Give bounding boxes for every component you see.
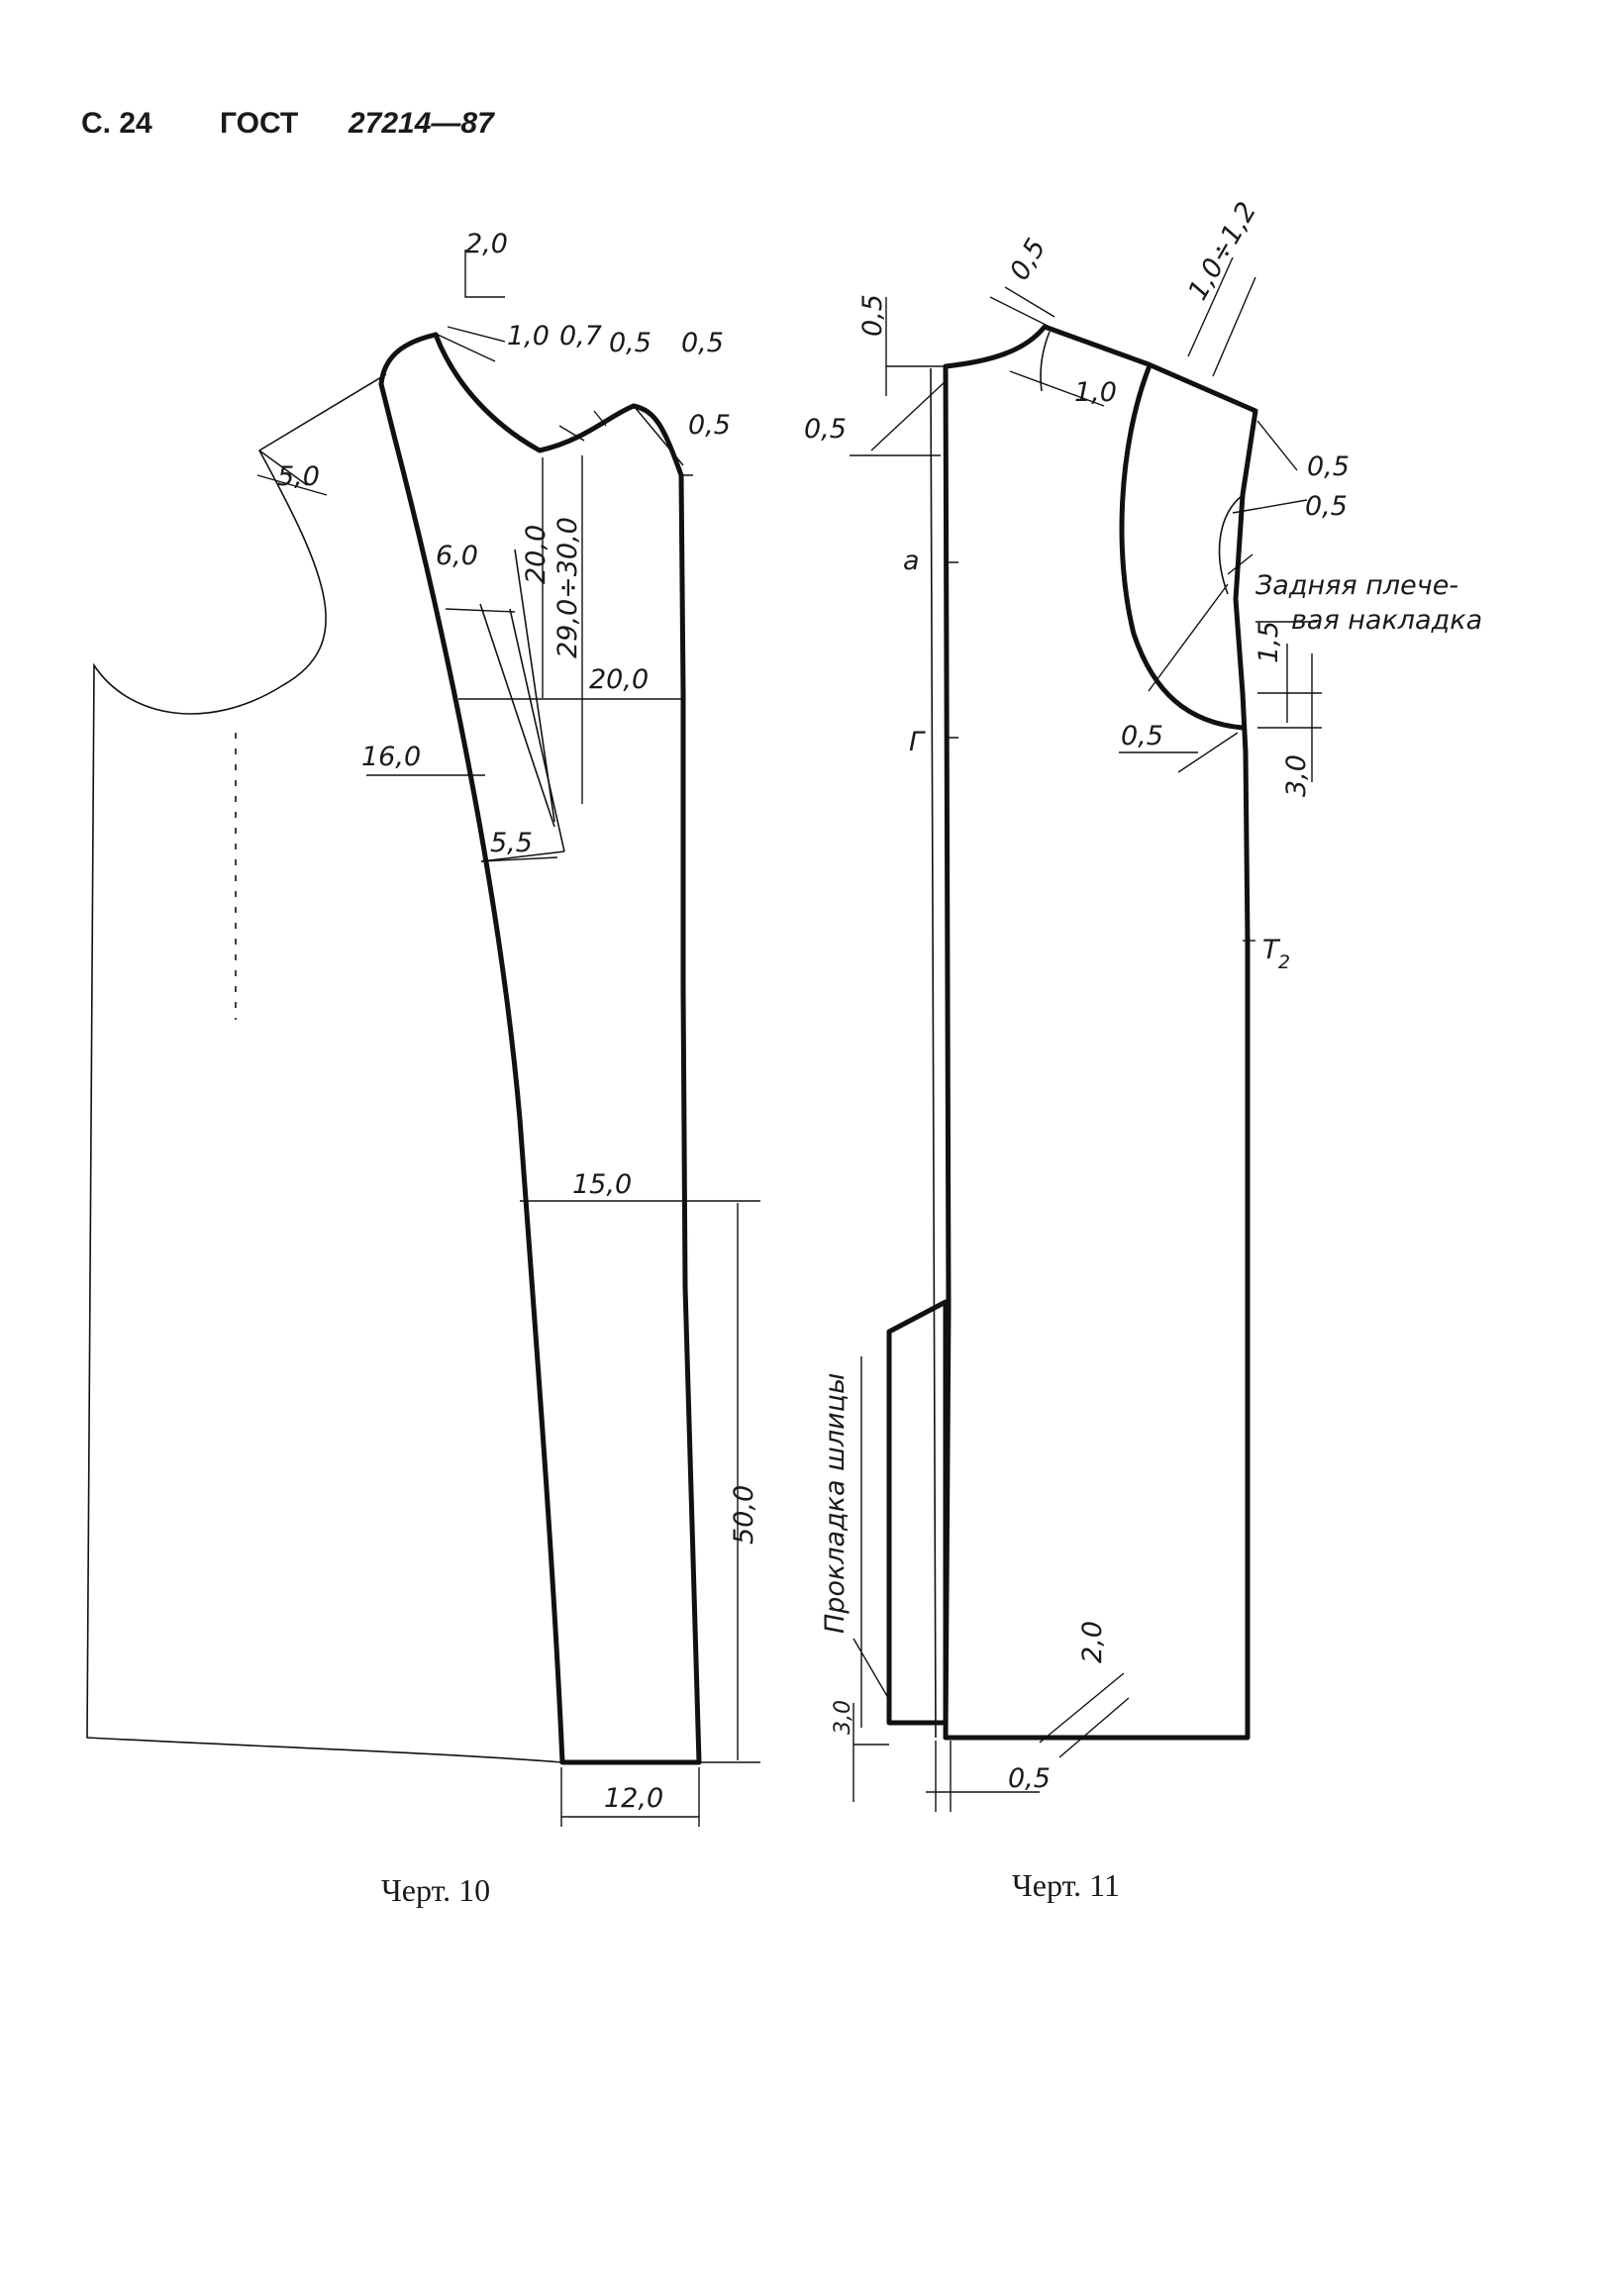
side-panel-outline (378, 332, 702, 1765)
back-panel-outline (943, 324, 1258, 1741)
dim-1-0: 1,0 (1074, 377, 1117, 408)
side-panel-top (433, 332, 637, 453)
label-a: а (903, 546, 920, 576)
dim-0-5-right-2: 0,5 (1305, 491, 1348, 522)
dim-6-0: 6,0 (436, 541, 478, 571)
dimension-lines-11 (850, 256, 1322, 1812)
dim-2-0: 2,0 (465, 229, 508, 259)
shoulder-pad-outline (1119, 365, 1246, 731)
dim-16-0: 16,0 (361, 742, 421, 772)
dim-29-30: 29,0÷30,0 (552, 517, 583, 658)
dim-5-0: 5,0 (277, 461, 320, 492)
dim-0-7: 0,7 (559, 321, 602, 351)
label-t2-subscript: 2 (1278, 951, 1290, 973)
dim-0-5-top: 0,5 (1004, 234, 1052, 286)
dimension-lines-10 (256, 250, 760, 1827)
label-vent-pad: Прокладка шлицы (820, 1373, 851, 1634)
dim-12-0: 12,0 (604, 1783, 663, 1814)
standard-label: ГОСТ (220, 107, 298, 140)
dim-3-0-bottom: 3,0 (831, 1700, 855, 1735)
dim-2-0: 2,0 (1077, 1621, 1108, 1663)
dart-tip-line (480, 850, 565, 862)
front-panel-outline (86, 373, 563, 1763)
dim-3-0-right: 3,0 (1281, 754, 1312, 797)
dart-line-a (479, 603, 555, 828)
caption-drawing-11: Черт. 11 (1012, 1867, 1120, 1903)
drawing-10: 2,0 1,0 0,7 0,5 0,5 0,5 5,0 6,0 20,0 29,… (86, 229, 760, 1908)
dim-0-5-bottom: 0,5 (1008, 1763, 1051, 1794)
page-number: С. 24 (81, 107, 152, 140)
dim-0-5-left: 0,5 (857, 294, 888, 337)
label-shoulder-pad-1: Задняя плече- (1255, 570, 1458, 601)
page-header: С. 24 ГОСТ 27214—87 (81, 107, 495, 140)
label-g: Г (909, 727, 926, 757)
dim-15-0: 15,0 (572, 1169, 632, 1200)
caption-drawing-10: Черт. 10 (381, 1872, 490, 1908)
standard-number: 27214—87 (348, 107, 495, 140)
dim-1-0: 1,0 (507, 321, 550, 351)
dart-line-c (514, 549, 555, 823)
dim-0-5-b: 0,5 (681, 328, 724, 358)
dim-1-5: 1,5 (1254, 621, 1284, 663)
label-shoulder-pad-2: вая накладка (1291, 605, 1482, 636)
drawing-11: а Г Т 2 Задняя плече- вая накладка Прокл… (804, 197, 1482, 1903)
vent-pad-outline (886, 1299, 949, 1726)
dim-20-0-horizontal: 20,0 (589, 664, 649, 695)
dim-0-5-mid: 0,5 (1121, 721, 1163, 751)
dim-0-5-right-1: 0,5 (1307, 451, 1350, 482)
dim-0-5-a: 0,5 (609, 328, 652, 358)
dim-5-5: 5,5 (490, 828, 533, 858)
back-seam-inner (930, 367, 937, 1739)
dim-50-0: 50,0 (729, 1485, 759, 1545)
dim-0-5-side: 0,5 (804, 414, 847, 445)
label-t2: Т (1262, 935, 1281, 965)
shoulder-pad-edge (1040, 331, 1244, 595)
dim-20-0-vertical: 20,0 (521, 525, 552, 584)
dart-line-b (509, 608, 565, 852)
dim-0-5-c: 0,5 (688, 410, 731, 441)
